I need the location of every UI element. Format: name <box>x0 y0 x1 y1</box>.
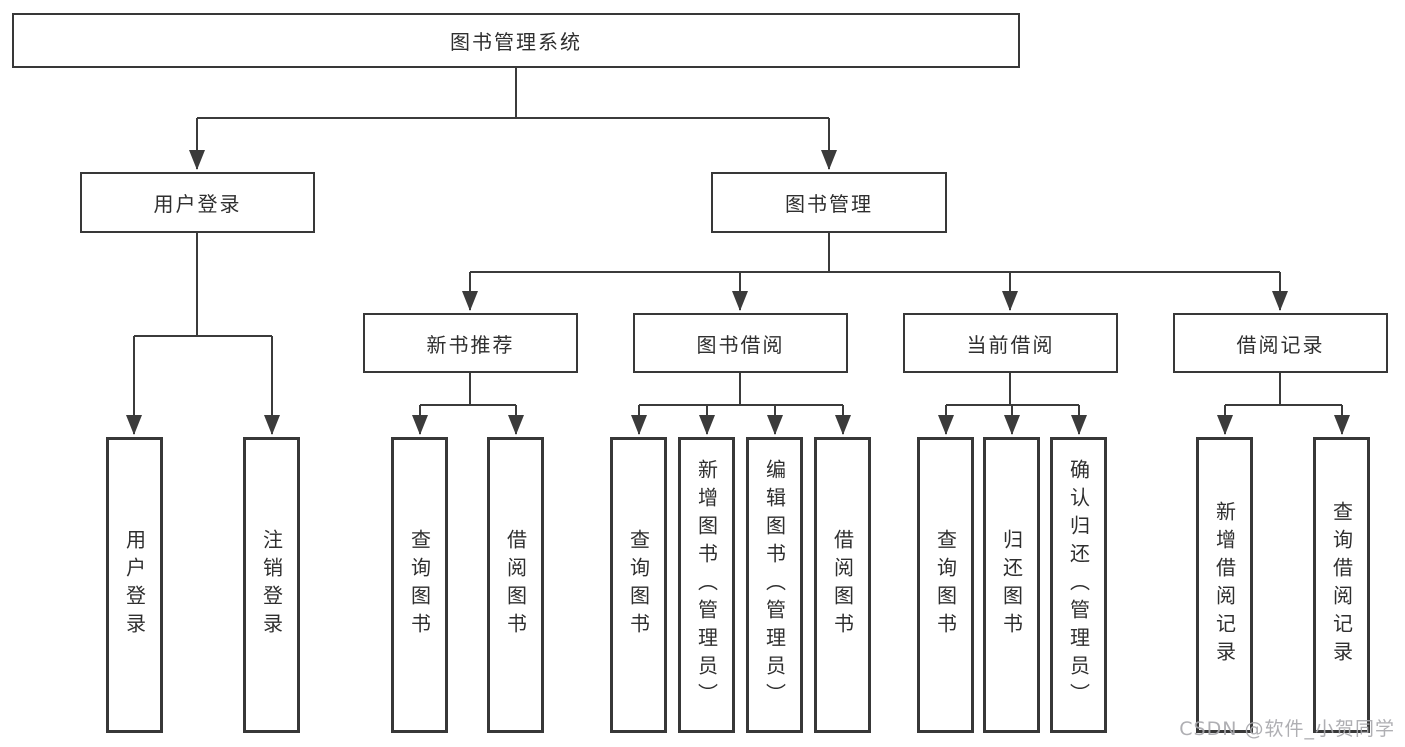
leaf-logout: 注销登录 <box>243 437 300 733</box>
node-user-login-label: 用户登录 <box>153 192 242 216</box>
node-root-system-label: 图书管理系统 <box>450 30 582 54</box>
connector-current-borrow-to-leaves <box>938 373 1087 435</box>
leaf-add-borrow-record-label: 新增借阅记录 <box>1212 501 1237 669</box>
leaf-edit-book-admin-label: 编辑图书（管理员） <box>762 459 787 711</box>
leaf-borrow-query-book: 查询图书 <box>610 437 667 733</box>
node-root-system: 图书管理系统 <box>12 13 1020 68</box>
leaf-edit-book-admin: 编辑图书（管理员） <box>746 437 803 733</box>
node-book-borrow: 图书借阅 <box>633 313 848 373</box>
connector-root-to-level2 <box>189 68 837 170</box>
node-new-book-rec: 新书推荐 <box>363 313 578 373</box>
connector-book-mgmt-to-level3 <box>462 233 1288 311</box>
node-current-borrow: 当前借阅 <box>903 313 1118 373</box>
node-book-mgmt-label: 图书管理 <box>785 192 873 216</box>
leaf-current-query-book: 查询图书 <box>917 437 974 733</box>
leaf-add-borrow-record: 新增借阅记录 <box>1196 437 1253 733</box>
node-book-borrow-label: 图书借阅 <box>696 332 785 357</box>
leaf-user-login-label: 用户登录 <box>122 529 147 641</box>
leaf-rec-query-book-label: 查询图书 <box>407 529 432 641</box>
leaf-return-book-label: 归还图书 <box>999 529 1024 641</box>
leaf-borrow-query-book-label: 查询图书 <box>626 529 651 641</box>
csdn-watermark: CSDN @软件_小贺同学 <box>1179 718 1395 740</box>
node-current-borrow-label: 当前借阅 <box>966 332 1055 357</box>
node-borrow-record-label: 借阅记录 <box>1236 332 1325 357</box>
leaf-borrow-book-label: 借阅图书 <box>830 529 855 641</box>
leaf-logout-label: 注销登录 <box>259 529 284 641</box>
leaf-confirm-return-admin-label: 确认归还（管理员） <box>1066 459 1091 711</box>
connector-book-borrow-to-leaves <box>631 373 851 435</box>
leaf-add-book-admin-label: 新增图书（管理员） <box>694 459 719 711</box>
leaf-user-login: 用户登录 <box>106 437 163 733</box>
leaf-rec-query-book: 查询图书 <box>391 437 448 733</box>
leaf-current-query-book-label: 查询图书 <box>933 529 958 641</box>
connector-user-login-to-leaves <box>126 233 280 435</box>
node-borrow-record: 借阅记录 <box>1173 313 1388 373</box>
connector-borrow-record-to-leaves <box>1217 373 1350 435</box>
leaf-query-borrow-record: 查询借阅记录 <box>1313 437 1370 733</box>
node-user-login: 用户登录 <box>80 172 315 233</box>
connector-new-book-rec-to-leaves <box>412 373 524 435</box>
leaf-borrow-book: 借阅图书 <box>814 437 871 733</box>
node-new-book-rec-label: 新书推荐 <box>426 332 515 357</box>
leaf-query-borrow-record-label: 查询借阅记录 <box>1329 501 1354 669</box>
leaf-rec-borrow-book: 借阅图书 <box>487 437 544 733</box>
leaf-add-book-admin: 新增图书（管理员） <box>678 437 735 733</box>
leaf-return-book: 归还图书 <box>983 437 1040 733</box>
leaf-rec-borrow-book-label: 借阅图书 <box>503 529 528 641</box>
node-book-mgmt: 图书管理 <box>711 172 947 233</box>
leaf-confirm-return-admin: 确认归还（管理员） <box>1050 437 1107 733</box>
